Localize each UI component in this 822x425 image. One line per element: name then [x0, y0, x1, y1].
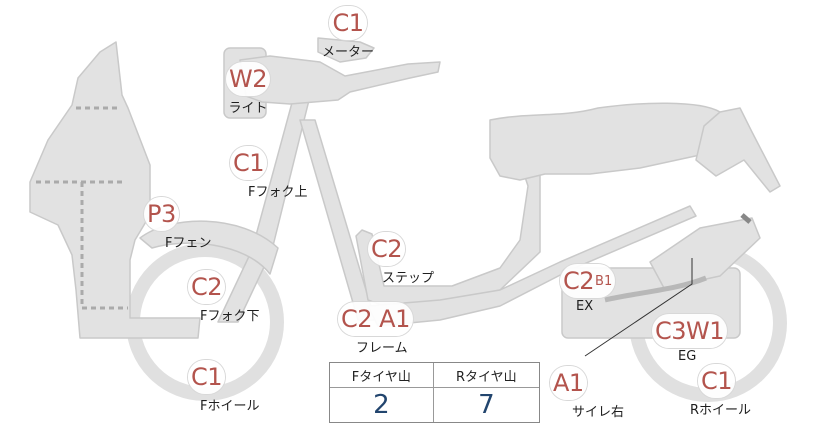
code-light: W2	[226, 62, 270, 96]
label-fork-lower: Fフォク下	[200, 309, 260, 324]
part-step[interactable]: C2 ステップ	[368, 232, 468, 286]
label-fender: Fフェン	[165, 236, 212, 251]
code-front-wheel: C1	[188, 360, 226, 394]
part-exhaust[interactable]: C2B1 EX	[560, 264, 640, 314]
code-muffler-right: A1	[550, 366, 587, 400]
code-rear-wheel: C1	[698, 364, 736, 398]
handlebar	[239, 55, 441, 105]
rear-tread-header: Rタイヤ山	[432, 363, 539, 388]
label-meter: メーター	[321, 45, 374, 60]
part-fender[interactable]: P3 Fフェン	[140, 197, 240, 251]
code-fork-upper: C1	[230, 146, 268, 180]
tire-tread-table: Fタイヤ山 Rタイヤ山 2 7	[329, 362, 540, 423]
label-rear-wheel: Rホイール	[690, 403, 752, 418]
part-frame[interactable]: C2 A1 フレーム	[338, 302, 438, 356]
part-muffler-right[interactable]: A1 サイレ右	[550, 366, 650, 420]
label-muffler-right: サイレ右	[572, 405, 625, 420]
rear-bolt	[740, 213, 752, 224]
part-front-wheel[interactable]: C1 Fホイール	[186, 360, 286, 414]
code-exhaust: C2B1	[560, 264, 616, 298]
part-light[interactable]: W2 ライト	[218, 62, 278, 116]
meter-pod	[317, 37, 375, 63]
label-frame: フレーム	[356, 341, 408, 356]
front-tread-header: Fタイヤ山	[330, 363, 434, 388]
code-fender: P3	[144, 197, 179, 231]
code-fork-lower: C2	[188, 270, 226, 304]
front-tread-value: 2	[373, 390, 390, 420]
label-light: ライト	[228, 101, 268, 116]
rear-tail	[695, 107, 781, 193]
label-exhaust: EX	[576, 299, 594, 314]
code-exhaust-sub: B1	[595, 274, 613, 289]
label-front-wheel: Fホイール	[200, 399, 260, 414]
part-fork-lower[interactable]: C2 Fフォク下	[186, 270, 286, 324]
code-frame: C2 A1	[338, 302, 413, 336]
label-fork-upper: Fフォク上	[248, 185, 308, 200]
tread-table: Fタイヤ山 Rタイヤ山 2 7	[330, 363, 539, 422]
code-meter: C1	[329, 6, 367, 40]
part-rear-wheel[interactable]: C1 Rホイール	[690, 364, 810, 418]
seat	[489, 102, 723, 181]
exhaust-pipe	[604, 275, 707, 303]
front-shield	[29, 41, 201, 339]
code-engine: C3W1	[652, 314, 728, 348]
front-fender	[139, 220, 279, 275]
rear-tread-value: 7	[432, 387, 539, 422]
part-fork-upper[interactable]: C1 Fフォク上	[228, 146, 318, 200]
label-engine: EG	[678, 349, 697, 364]
part-meter[interactable]: C1 メーター	[298, 6, 398, 60]
label-step: ステップ	[382, 271, 435, 286]
code-step: C2	[368, 232, 406, 266]
part-engine[interactable]: C3W1 EG	[652, 314, 732, 364]
code-exhaust-main: C2	[563, 267, 595, 295]
